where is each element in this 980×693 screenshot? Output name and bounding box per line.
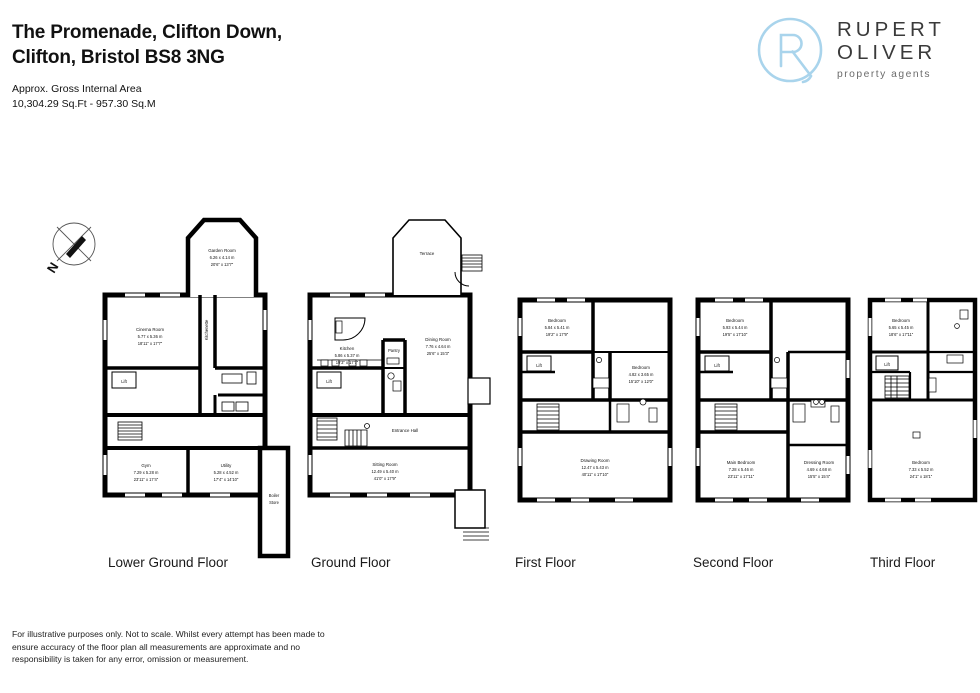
room-label: Utility <box>221 463 233 468</box>
room-metric: 5.77 x 5.36 m <box>138 334 163 339</box>
room-metric: 5.86 x 5.37 m <box>335 353 360 358</box>
page-title: The Promenade, Clifton Down, Clifton, Br… <box>12 20 532 70</box>
room-metric: 5.65 x 5.45 m <box>889 325 914 330</box>
room-imperial: 18'11" x 17'7" <box>138 341 163 346</box>
room-label: Boiler <box>269 493 280 498</box>
lift-label: Lift <box>884 362 890 367</box>
floor-label-first: First Floor <box>515 555 576 570</box>
room-label: Bedroom <box>632 365 650 370</box>
room-imperial: 23'11" x 17'11" <box>728 474 755 479</box>
lift-label: Lift <box>121 379 127 384</box>
room-label: Kitchenette <box>204 319 209 340</box>
logo-r-circle-icon <box>755 16 829 90</box>
room-label: Main Bedroom <box>727 460 756 465</box>
room-metric: 12.49 x 5.40 m <box>371 469 399 474</box>
room-imperial: 40'11" x 17'10" <box>582 472 609 477</box>
lift-label: Lift <box>536 363 542 368</box>
room-metric: 4.82 x 3.65 m <box>629 372 654 377</box>
floor-label-third: Third Floor <box>870 555 936 570</box>
room-label: Gym <box>141 463 151 468</box>
room-label: Bedroom <box>726 318 744 323</box>
room-label: Bedroom <box>912 460 930 465</box>
room-label: Entrance Hall <box>392 428 418 433</box>
room-imperial: 25'6" x 15'3" <box>427 351 450 356</box>
floor-label-ground: Ground Floor <box>311 555 391 570</box>
room-label: Cinema Room <box>136 327 164 332</box>
floorplan-second: Bedroom 5.93 x 5.44 m 19'5" x 17'10" Mai… <box>693 200 858 590</box>
room-label: Dressing Room <box>804 460 835 465</box>
floorplan-third: Bedroom 5.65 x 5.45 m 18'6" x 17'11" Bed… <box>865 200 980 590</box>
floor-plans-container: Garden Room 6.26 x 4.14 m 20'6" x 13'7" … <box>0 200 980 600</box>
title-line-2: Clifton, Bristol BS8 3NG <box>12 47 225 69</box>
logo-tagline: property agents <box>837 68 932 80</box>
room-metric: 7.33 x 5.52 m <box>909 467 934 472</box>
room-label: Sitting Room <box>372 462 397 467</box>
brand-logo: RUPERT OLIVER property agents <box>755 14 970 96</box>
area-label: Approx. Gross Internal Area <box>12 83 142 95</box>
room-imperial: 41'0" x 17'9" <box>374 476 397 481</box>
room-metric: 5.84 x 5.41 m <box>545 325 570 330</box>
room-label: Pantry <box>388 348 401 353</box>
room-imperial: 17'4" x 14'10" <box>214 477 239 482</box>
room-imperial: 23'11" x 17'4" <box>134 477 159 482</box>
logo-wordmark: RUPERT OLIVER property agents <box>837 18 972 80</box>
room-label: Drawing Room <box>580 458 609 463</box>
room-imperial: 19'2" x 17'9" <box>546 332 569 337</box>
compass-rose-icon: N <box>38 218 102 282</box>
room-label: Bedroom <box>548 318 566 323</box>
logo-line-1: RUPERT <box>837 18 945 41</box>
floorplan-ground: Terrace Kitchen 5.86 x 5.37 m 19'3" x 17… <box>305 200 505 590</box>
room-imperial: 20'6" x 13'7" <box>211 262 234 267</box>
floor-label-second: Second Floor <box>693 555 774 570</box>
floorplan-first: Bedroom 5.84 x 5.41 m 19'2" x 17'9" Bedr… <box>515 200 680 590</box>
room-imperial: 19'5" x 17'10" <box>723 332 748 337</box>
lift-label: Lift <box>326 379 332 384</box>
title-line-1: The Promenade, Clifton Down, <box>12 22 282 43</box>
room-label: Kitchen <box>340 346 355 351</box>
room-metric: 4.69 x 4.68 m <box>807 467 832 472</box>
room-imperial: 19'3" x 17'7" <box>336 360 359 365</box>
room-metric: 12.47 x 5.43 m <box>581 465 609 470</box>
room-imperial: 15'5" x 15'4" <box>808 474 831 479</box>
room-metric: 5.93 x 5.44 m <box>723 325 748 330</box>
room-metric: 5.28 x 4.52 m <box>214 470 239 475</box>
room-imperial: 18'6" x 17'11" <box>889 332 914 337</box>
room-label-2: Store <box>269 500 280 505</box>
floor-label-lower-ground: Lower Ground Floor <box>108 555 229 570</box>
disclaimer-text: For illustrative purposes only. Not to s… <box>12 629 325 665</box>
area-value: 10,304.29 Sq.Ft - 957.30 Sq.M <box>12 97 156 110</box>
room-label: Garden Room <box>208 248 236 253</box>
room-label: Bedroom <box>892 318 910 323</box>
room-label: Terrace <box>420 251 435 256</box>
logo-line-2: OLIVER <box>837 40 937 64</box>
room-metric: 7.76 x 4.64 m <box>426 344 451 349</box>
room-imperial: 24'1" x 18'1" <box>910 474 933 479</box>
room-imperial: 15'10" x 12'0" <box>629 379 654 384</box>
room-metric: 7.28 x 5.46 m <box>729 467 754 472</box>
room-label: Dining Room <box>425 337 451 342</box>
lift-label: Lift <box>714 363 720 368</box>
room-metric: 7.29 x 5.28 m <box>134 470 159 475</box>
floorplan-lower-ground: Garden Room 6.26 x 4.14 m 20'6" x 13'7" … <box>100 200 300 590</box>
gross-internal-area: Approx. Gross Internal Area 10,304.29 Sq… <box>12 82 372 112</box>
room-metric: 6.26 x 4.14 m <box>210 255 235 260</box>
